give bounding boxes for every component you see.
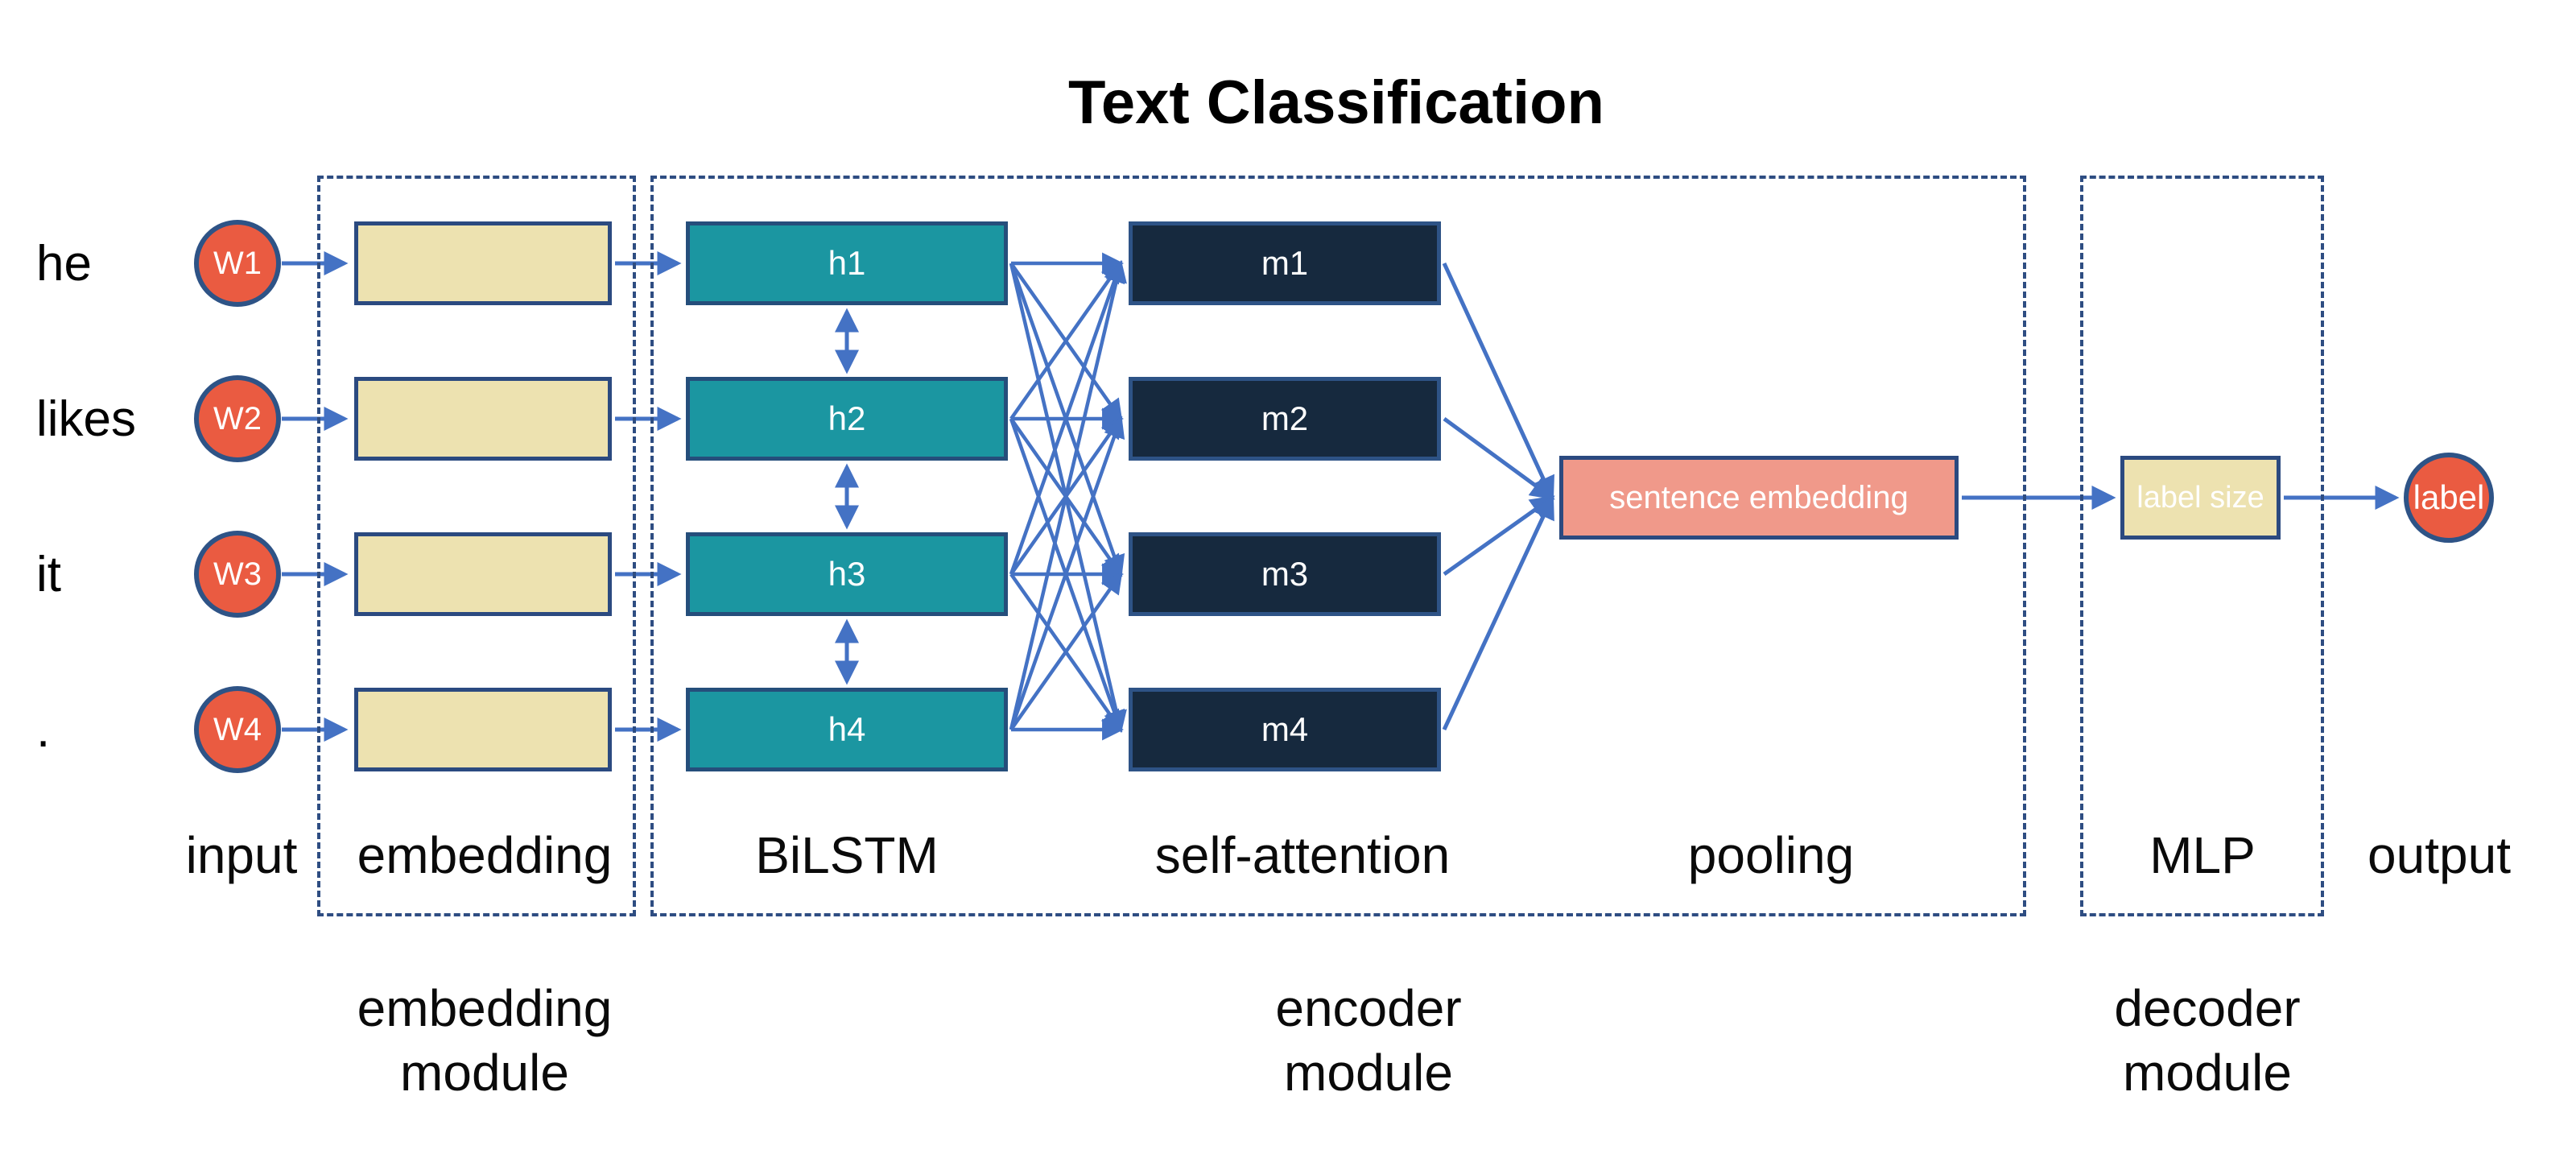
- input-node-w1: W1: [194, 220, 281, 307]
- attention-box-m3: m3: [1129, 532, 1441, 616]
- decoder-module-box: [2080, 176, 2324, 916]
- sentence-embedding-box: sentence embedding: [1559, 456, 1959, 540]
- attention-box-m4: m4: [1129, 688, 1441, 771]
- stage-label-mlp: MLP: [2149, 826, 2256, 884]
- input-word-it: it: [36, 546, 61, 602]
- attention-box-m1: m1: [1129, 221, 1441, 305]
- embedding-box-3: [354, 532, 612, 616]
- input-node-w2: W2: [194, 375, 281, 462]
- bilstm-box-h3: h3: [686, 532, 1008, 616]
- embedding-module-box: [317, 176, 636, 916]
- module-label-encoder: encoder module: [1275, 979, 1462, 1102]
- encoder-module-box: [650, 176, 2026, 916]
- bilstm-box-h2: h2: [686, 377, 1008, 461]
- input-word-likes: likes: [36, 391, 137, 447]
- embedding-box-2: [354, 377, 612, 461]
- embedding-box-4: [354, 688, 612, 771]
- stage-label-output: output: [2368, 826, 2511, 884]
- stage-label-self-attention: self-attention: [1154, 826, 1451, 884]
- input-node-w3: W3: [194, 531, 281, 618]
- stage-label-pooling: pooling: [1687, 826, 1855, 884]
- module-label-embedding: embedding module: [357, 979, 613, 1102]
- bilstm-box-h1: h1: [686, 221, 1008, 305]
- diagram-title: Text Classification: [1068, 68, 1604, 137]
- stage-label-bilstm: BiLSTM: [755, 826, 939, 884]
- attention-box-m2: m2: [1129, 377, 1441, 461]
- output-node-label: label: [2404, 453, 2494, 543]
- input-node-w4: W4: [194, 686, 281, 773]
- bilstm-box-h4: h4: [686, 688, 1008, 771]
- label-size-box: label size: [2120, 456, 2281, 540]
- embedding-box-1: [354, 221, 612, 305]
- stage-label-input: input: [185, 826, 298, 884]
- module-label-decoder: decoder module: [2114, 979, 2301, 1102]
- input-word-he: he: [36, 235, 92, 292]
- stage-label-embedding: embedding: [357, 826, 613, 884]
- input-word-period: .: [36, 701, 51, 758]
